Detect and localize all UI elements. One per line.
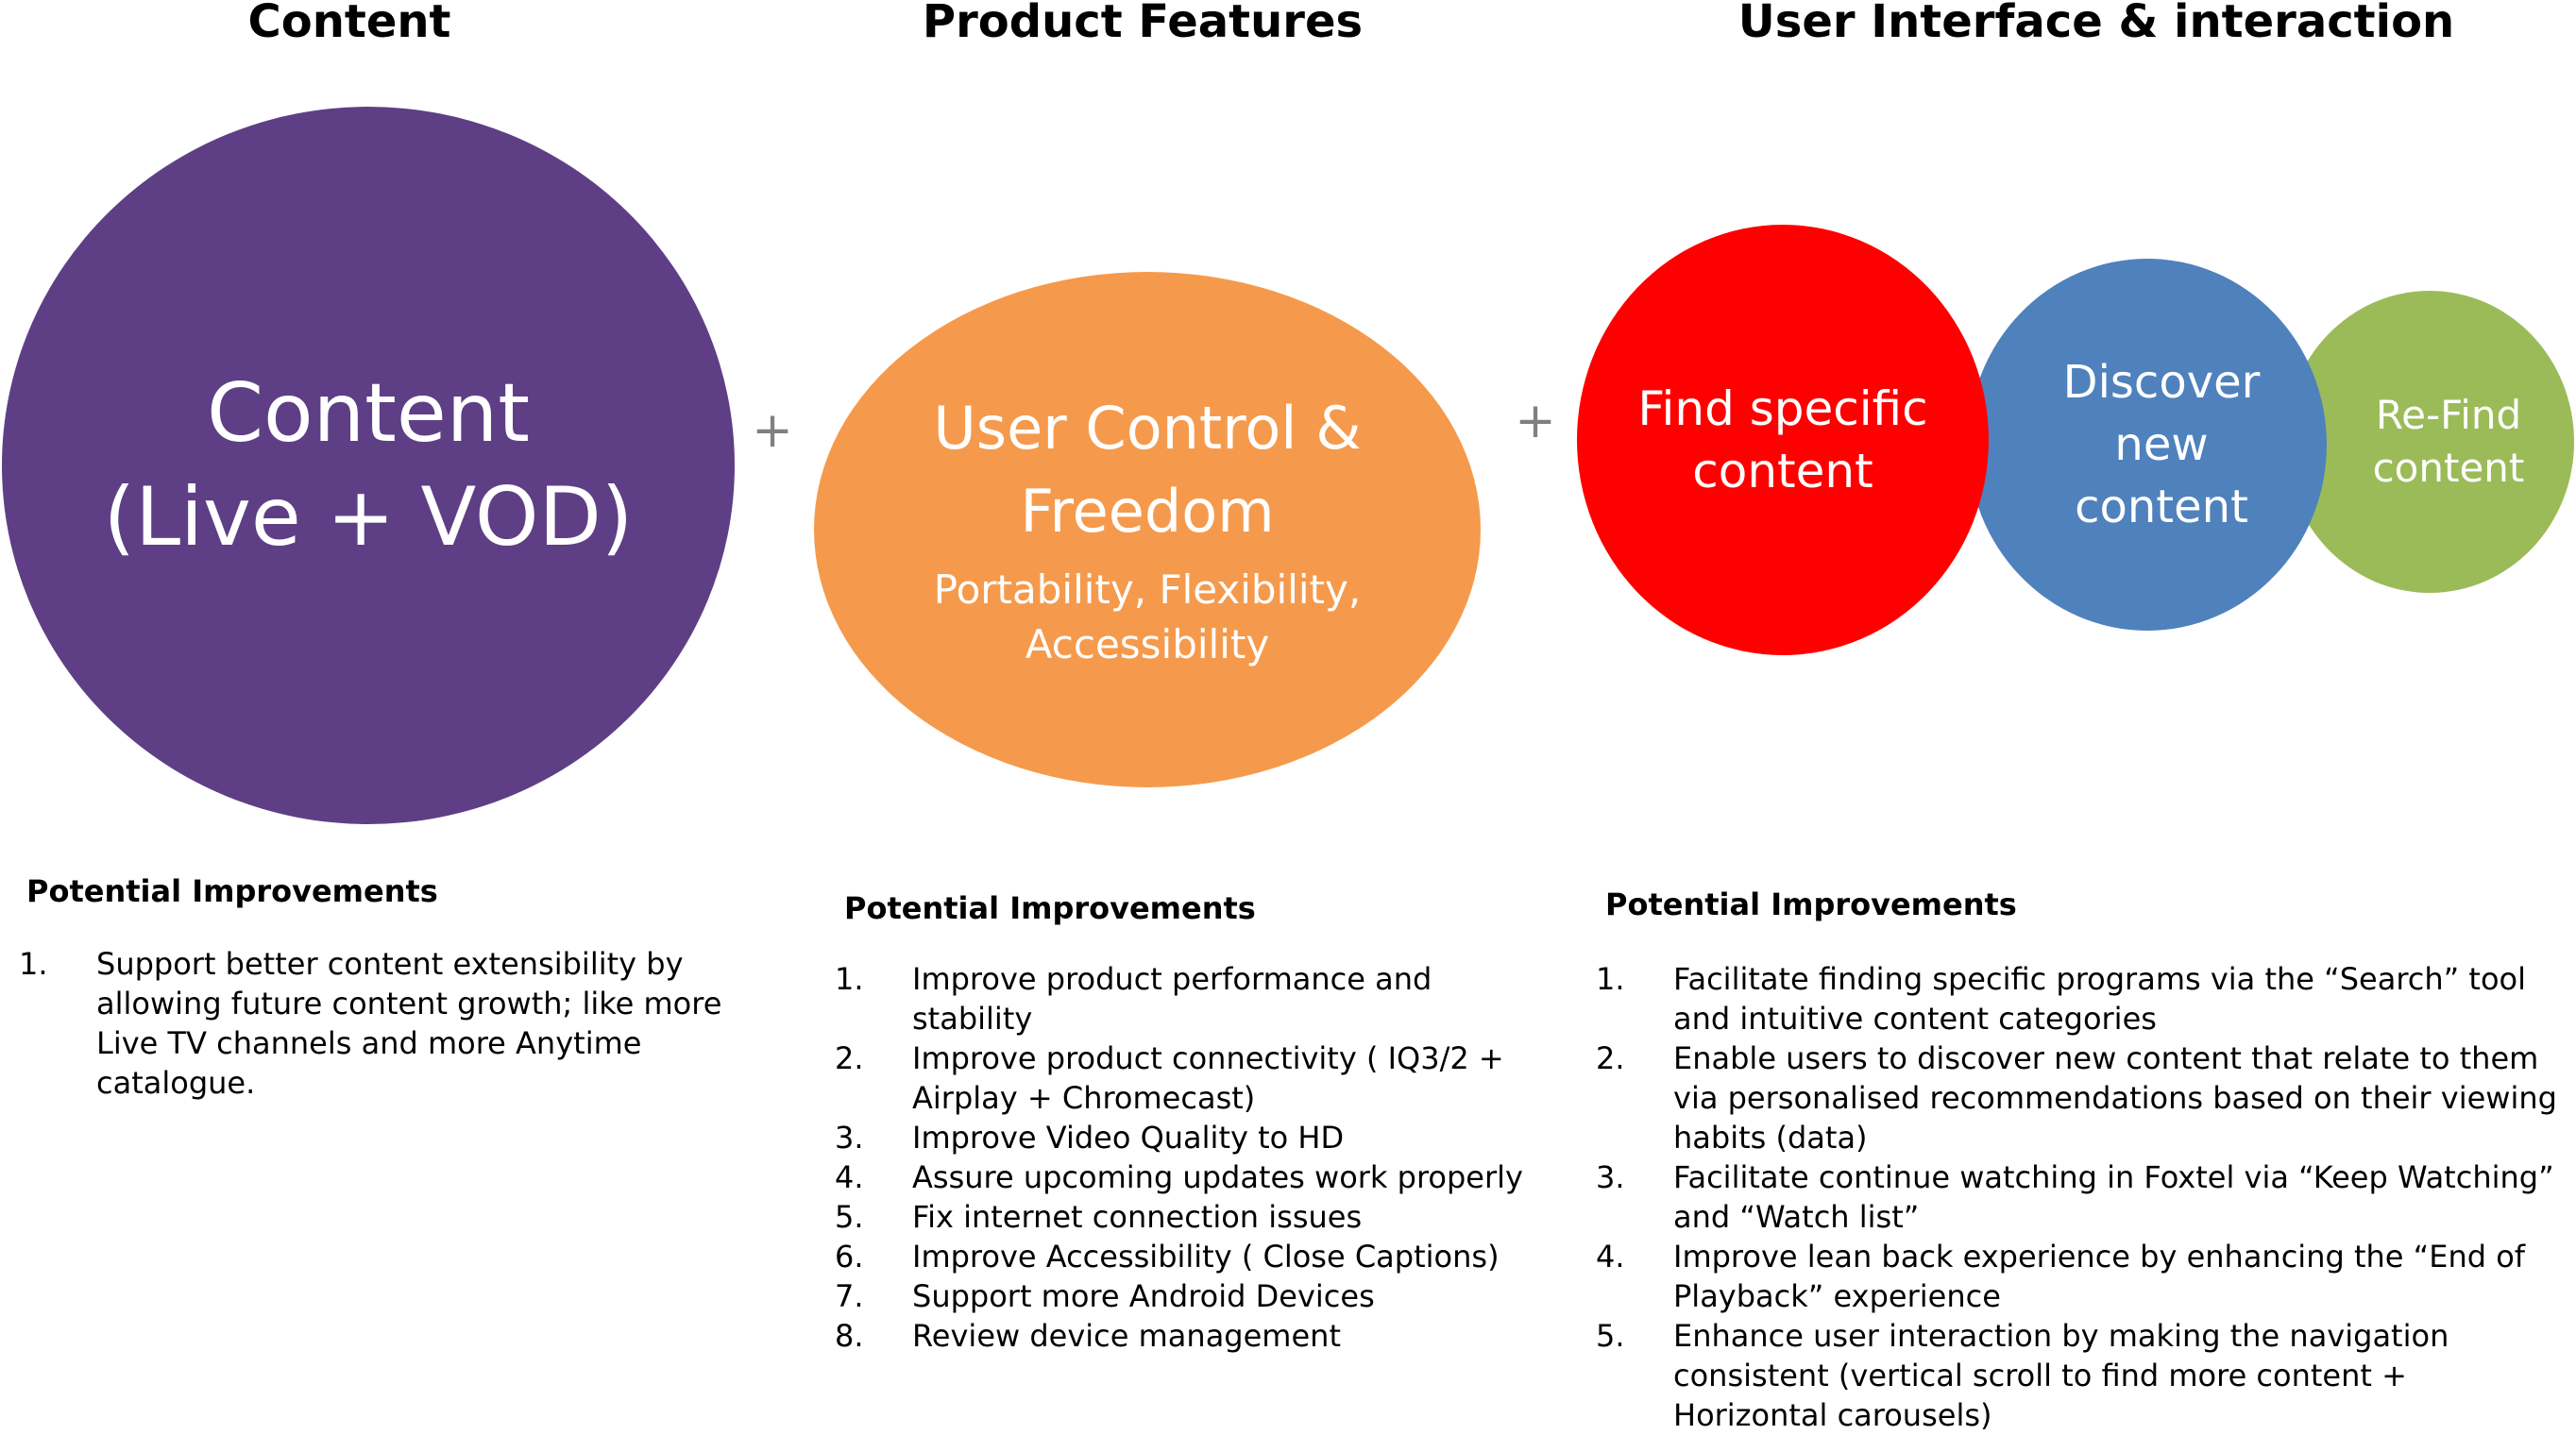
heading-user-interface: User Interface & interaction: [1737, 0, 2455, 48]
list-item-number: 2.: [835, 1040, 864, 1076]
list-item-text: Review device management: [912, 1318, 1341, 1354]
user-control-line2: Freedom: [1020, 477, 1275, 546]
list-item-number: 3.: [1596, 1159, 1625, 1195]
product-improvements-title: Potential Improvements: [844, 890, 1256, 926]
list-item-number: 1.: [1596, 961, 1625, 997]
discover-new-circle: Discover new content: [1968, 259, 2327, 631]
product-improvements-list: 1. Improve product performance and stabi…: [835, 959, 1528, 1356]
list-item: 5. Fix internet connection issues: [835, 1197, 1528, 1237]
user-control-circle: User Control & Freedom Portability, Flex…: [814, 272, 1481, 787]
list-item: 1. Facilitate finding specific programs …: [1596, 959, 2570, 1038]
content-circle-line2: (Live + VOD): [103, 470, 634, 565]
re-find-circle: Re-Find content: [2285, 291, 2574, 593]
list-item-text: Fix internet connection issues: [912, 1199, 1363, 1235]
ui-improvements-list: 1. Facilitate finding specific programs …: [1596, 959, 2570, 1435]
list-item-number: 5.: [835, 1199, 864, 1235]
re-find-line2: content: [2372, 445, 2525, 491]
ui-improvements: Potential Improvements 1. Facilitate fin…: [1596, 886, 2570, 1435]
list-item-number: 5.: [1596, 1318, 1625, 1354]
list-item-text: Improve Accessibility ( Close Captions): [912, 1239, 1500, 1275]
list-item: 1. Improve product performance and stabi…: [835, 959, 1528, 1038]
product-improvements: Potential Improvements 1. Improve produc…: [835, 889, 1528, 1356]
content-circle: Content (Live + VOD): [2, 107, 735, 824]
plus-sign-1: +: [752, 402, 793, 459]
content-improvements: Potential Improvements 1. Support better…: [19, 872, 763, 1103]
list-item: 2. Enable users to discover new content …: [1596, 1038, 2570, 1157]
list-item: 3. Facilitate continue watching in Foxte…: [1596, 1157, 2570, 1237]
list-item-text: Improve product connectivity ( IQ3/2 + A…: [912, 1040, 1504, 1116]
list-item-text: Facilitate continue watching in Foxtel v…: [1673, 1159, 2554, 1235]
heading-product-features: Product Features: [922, 0, 1364, 48]
user-control-line1: User Control &: [933, 394, 1362, 463]
ui-improvements-title: Potential Improvements: [1605, 886, 2017, 922]
content-circle-line1: Content: [206, 366, 531, 461]
list-item: 3. Improve Video Quality to HD: [835, 1118, 1528, 1157]
discover-new-line2: new: [2114, 418, 2209, 471]
find-specific-line1: Find specific: [1637, 381, 1928, 436]
list-item-text: Enhance user interaction by making the n…: [1673, 1318, 2449, 1433]
list-item: 8. Review device management: [835, 1316, 1528, 1356]
list-item-number: 8.: [835, 1318, 864, 1354]
plus-sign-2: +: [1515, 393, 1556, 449]
list-item-text: Improve product performance and stabilit…: [912, 961, 1432, 1037]
list-item-text: Support better content extensibility by …: [96, 946, 722, 1101]
list-item-number: 4.: [835, 1159, 864, 1195]
list-item-text: Improve Video Quality to HD: [912, 1120, 1345, 1156]
list-item-text: Facilitate finding specific programs via…: [1673, 961, 2526, 1037]
list-item-number: 3.: [835, 1120, 864, 1156]
list-item-number: 7.: [835, 1278, 864, 1314]
find-specific-circle: Find specific content: [1577, 225, 1989, 655]
list-item-text: Enable users to discover new content tha…: [1673, 1040, 2557, 1156]
list-item-number: 1.: [835, 961, 864, 997]
list-item: 4. Assure upcoming updates work properly: [835, 1157, 1528, 1197]
list-item-number: 2.: [1596, 1040, 1625, 1076]
heading-content: Content: [247, 0, 451, 48]
list-item: 1. Support better content extensibility …: [19, 944, 763, 1103]
find-specific-line2: content: [1692, 444, 1873, 498]
re-find-line1: Re-Find: [2375, 392, 2522, 438]
list-item-text: Assure upcoming updates work properly: [912, 1159, 1523, 1195]
list-item-number: 4.: [1596, 1239, 1625, 1275]
list-item: 6. Improve Accessibility ( Close Caption…: [835, 1237, 1528, 1276]
content-improvements-title: Potential Improvements: [26, 873, 438, 909]
list-item: 5. Enhance user interaction by making th…: [1596, 1316, 2570, 1435]
user-control-sub1: Portability, Flexibility,: [933, 566, 1362, 613]
discover-new-line1: Discover: [2062, 356, 2261, 409]
list-item: 4. Improve lean back experience by enhan…: [1596, 1237, 2570, 1316]
user-control-sub2: Accessibility: [1025, 621, 1270, 667]
list-item-number: 6.: [835, 1239, 864, 1275]
list-item: 7. Support more Android Devices: [835, 1276, 1528, 1316]
list-item: 2. Improve product connectivity ( IQ3/2 …: [835, 1038, 1528, 1118]
discover-new-line3: content: [2075, 481, 2248, 533]
list-item-number: 1.: [19, 946, 48, 982]
list-item-text: Support more Android Devices: [912, 1278, 1375, 1314]
content-improvements-list: 1. Support better content extensibility …: [19, 944, 763, 1103]
list-item-text: Improve lean back experience by enhancin…: [1673, 1239, 2526, 1314]
